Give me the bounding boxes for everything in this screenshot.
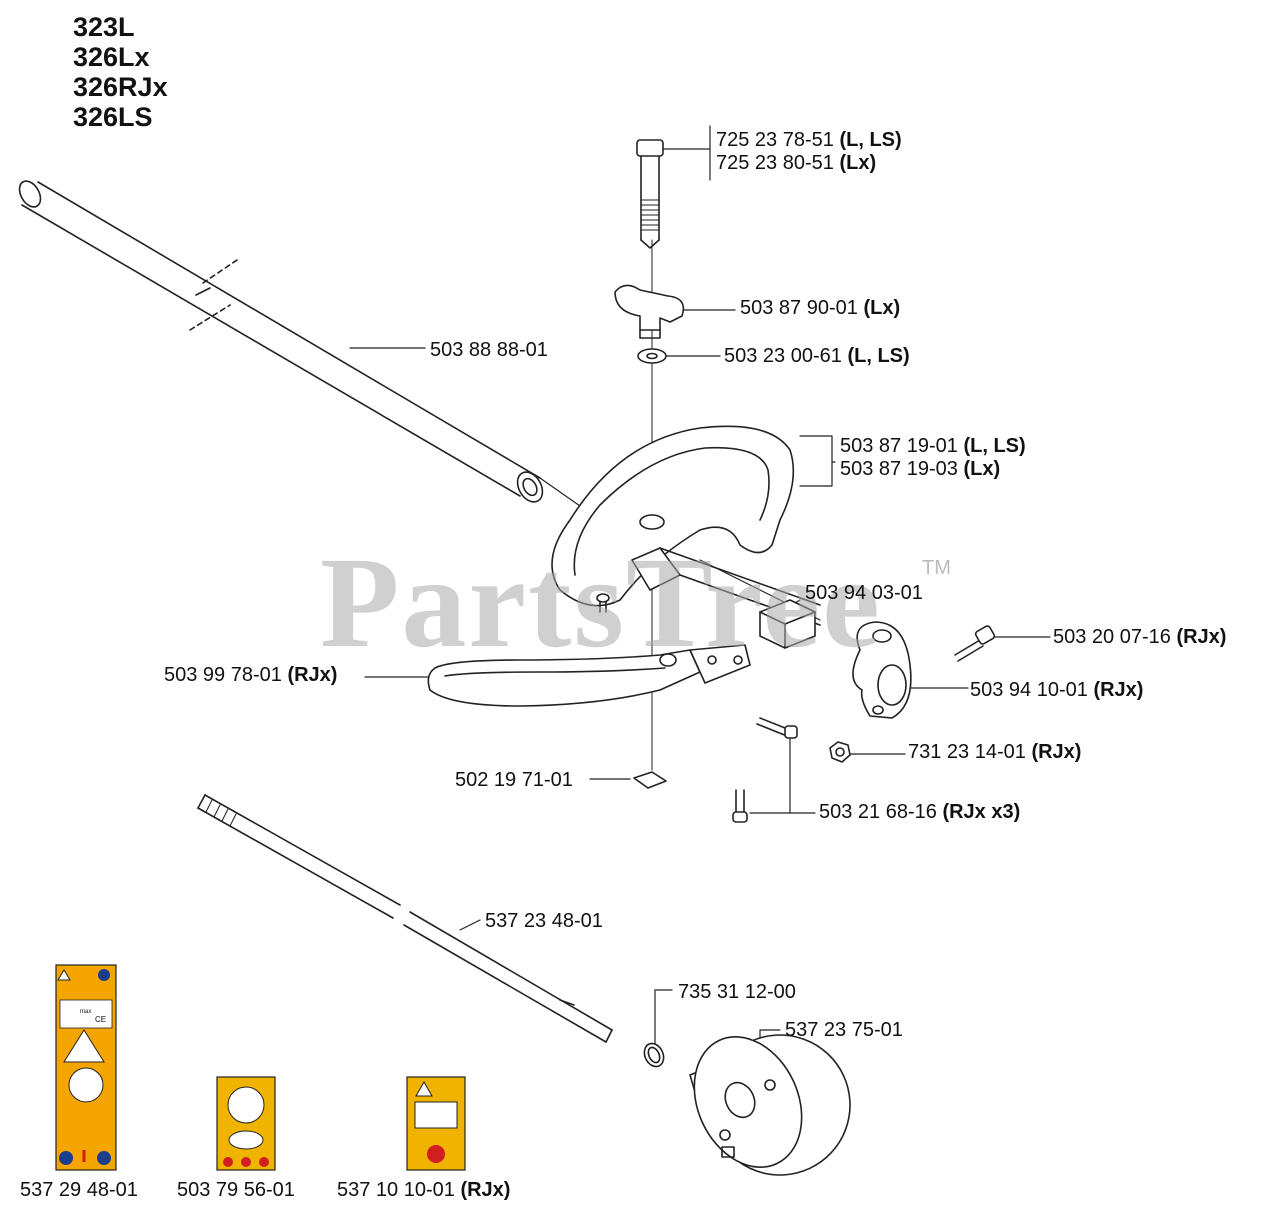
part-label-washer[interactable]: 503 23 00-61 (L, LS) — [724, 345, 910, 367]
knob-part — [614, 284, 685, 339]
clutch-drum-part — [689, 1034, 851, 1176]
decal-blade — [406, 1076, 466, 1171]
part-label-ring[interactable]: 735 31 12-00 — [678, 981, 796, 1003]
part-label-bracket[interactable]: 503 94 10-01 (RJx) — [970, 679, 1144, 701]
part-label-decal-1[interactable]: 537 29 48-01 — [20, 1179, 138, 1201]
model-name: 326Lx — [73, 42, 150, 72]
part-label-screws-x3[interactable]: 503 21 68-16 (RJx x3) — [819, 801, 1021, 823]
part-label-nut[interactable]: 731 23 14-01 (RJx) — [908, 741, 1082, 763]
nut-part — [829, 741, 851, 763]
part-label-handle-b[interactable]: 503 87 19-03 (Lx) — [840, 458, 1001, 480]
small-screws-part — [596, 593, 798, 823]
ring-part — [643, 1042, 665, 1068]
part-label-clamp-block[interactable]: 503 94 03-01 — [805, 582, 923, 604]
model-name: 323L — [73, 12, 135, 42]
part-label-decal-2[interactable]: 503 79 56-01 — [177, 1179, 295, 1201]
part-label-handle-a[interactable]: 503 87 19-01 (L, LS) — [840, 435, 1026, 457]
part-label-screw-rjx[interactable]: 503 20 07-16 (RJx) — [1053, 626, 1227, 648]
part-label-bolt-b[interactable]: 725 23 80-51 (Lx) — [716, 152, 877, 174]
model-name: 326LS — [73, 102, 153, 132]
watermark-tm: TM — [922, 557, 951, 579]
screw-right-part — [954, 625, 996, 662]
washer-part — [637, 348, 667, 364]
part-label-shaft-tube[interactable]: 503 88 88-01 — [430, 339, 548, 361]
part-label-clutch-drum[interactable]: 537 23 75-01 — [785, 1019, 903, 1041]
decal-trimmer-head — [216, 1076, 276, 1171]
drive-shaft-part — [197, 794, 613, 1043]
part-label-bolt-a[interactable]: 725 23 78-51 (L, LS) — [716, 129, 902, 151]
model-name: 326RJx — [73, 72, 168, 102]
decal-max-rpm-text: max — [80, 1009, 91, 1015]
part-label-drive-shaft[interactable]: 537 23 48-01 — [485, 910, 603, 932]
bolt-part — [636, 139, 664, 249]
model-list: 323L 326Lx 326RJx 326LS — [73, 12, 168, 132]
part-label-guard-bar[interactable]: 503 99 78-01 (RJx) — [164, 664, 338, 686]
partstree-watermark: PartsTree — [320, 531, 882, 675]
square-nut-part — [633, 771, 667, 789]
decal-warning-tall: max CE — [55, 964, 117, 1171]
part-label-knob[interactable]: 503 87 90-01 (Lx) — [740, 297, 901, 319]
decal-ce-text: CE — [95, 1015, 106, 1024]
part-label-decal-3[interactable]: 537 10 10-01 (RJx) — [337, 1179, 511, 1201]
bracket-part — [852, 621, 912, 719]
clamp-block-part — [759, 599, 816, 649]
guard-bar-part — [427, 644, 751, 707]
shaft-tube-part — [18, 180, 544, 503]
part-label-square-nut[interactable]: 502 19 71-01 — [455, 769, 573, 791]
